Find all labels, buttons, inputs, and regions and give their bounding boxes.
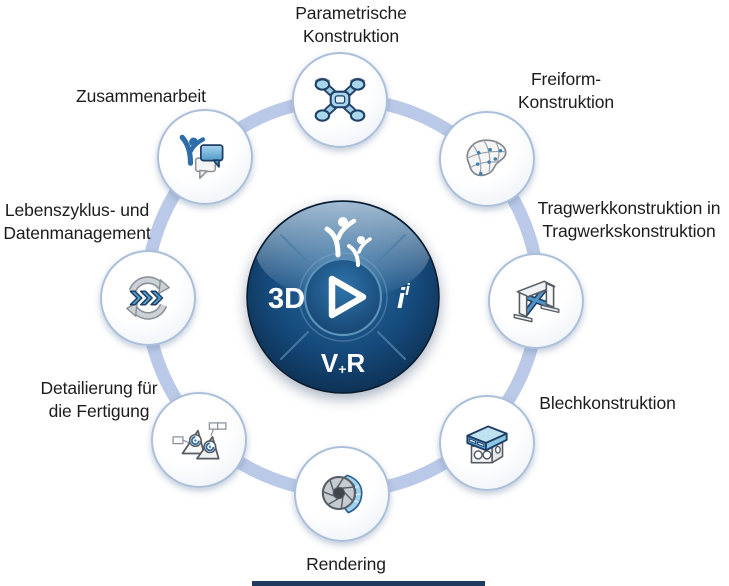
people-figures-icon <box>324 217 372 267</box>
camera-aperture-icon <box>321 474 363 514</box>
label-collaboration: Zusammenarbeit <box>76 86 206 106</box>
label-structural-design: Tragwerkkonstruktion in Tragwerkskonstru… <box>537 198 721 242</box>
label-freeform-design: Freiform- Konstruktion <box>517 69 615 113</box>
label-rendering: Rendering <box>306 554 386 574</box>
compass-hub <box>303 257 383 337</box>
structural-frame-icon <box>513 280 560 323</box>
node-structural-design <box>488 253 584 349</box>
collaboration-icon <box>179 134 224 180</box>
node-rendering <box>294 446 390 542</box>
manufacturing-detailing-icon <box>172 422 227 460</box>
freeform-surface-icon <box>466 139 507 177</box>
node-parametric-design <box>292 52 388 148</box>
node-collaboration <box>157 109 253 205</box>
label-detailing-manufacturing: Detailierung für die Fertigung <box>40 378 158 422</box>
cropped-footer-bar <box>252 581 485 586</box>
label-parametric-design: Parametrische Konstruktion <box>295 3 407 47</box>
node-sheet-metal-design <box>439 395 535 491</box>
label-sheet-metal-design: Blechkonstruktion <box>539 393 676 413</box>
label-lifecycle-data-management: Lebenszyklus- und Datenmanagement <box>3 200 151 244</box>
node-freeform-design <box>439 111 535 207</box>
lifecycle-arrows-icon <box>126 276 170 320</box>
compass-3d-label: 3D <box>268 283 305 315</box>
3dexperience-compass-logo: 3D ii V+R <box>246 200 440 394</box>
drone-icon <box>314 77 366 122</box>
compass-vr-label: V+R <box>321 348 366 378</box>
compass-outer-ring <box>298 252 388 342</box>
compass-gloss <box>255 202 431 300</box>
play-triangle-icon <box>328 275 367 319</box>
sheet-metal-box-icon <box>466 425 508 464</box>
node-lifecycle-data-management <box>100 250 196 346</box>
compass-quadrant-lines <box>280 234 406 360</box>
compass-ii-label: ii <box>397 280 411 315</box>
node-detailing-manufacturing <box>151 392 247 488</box>
